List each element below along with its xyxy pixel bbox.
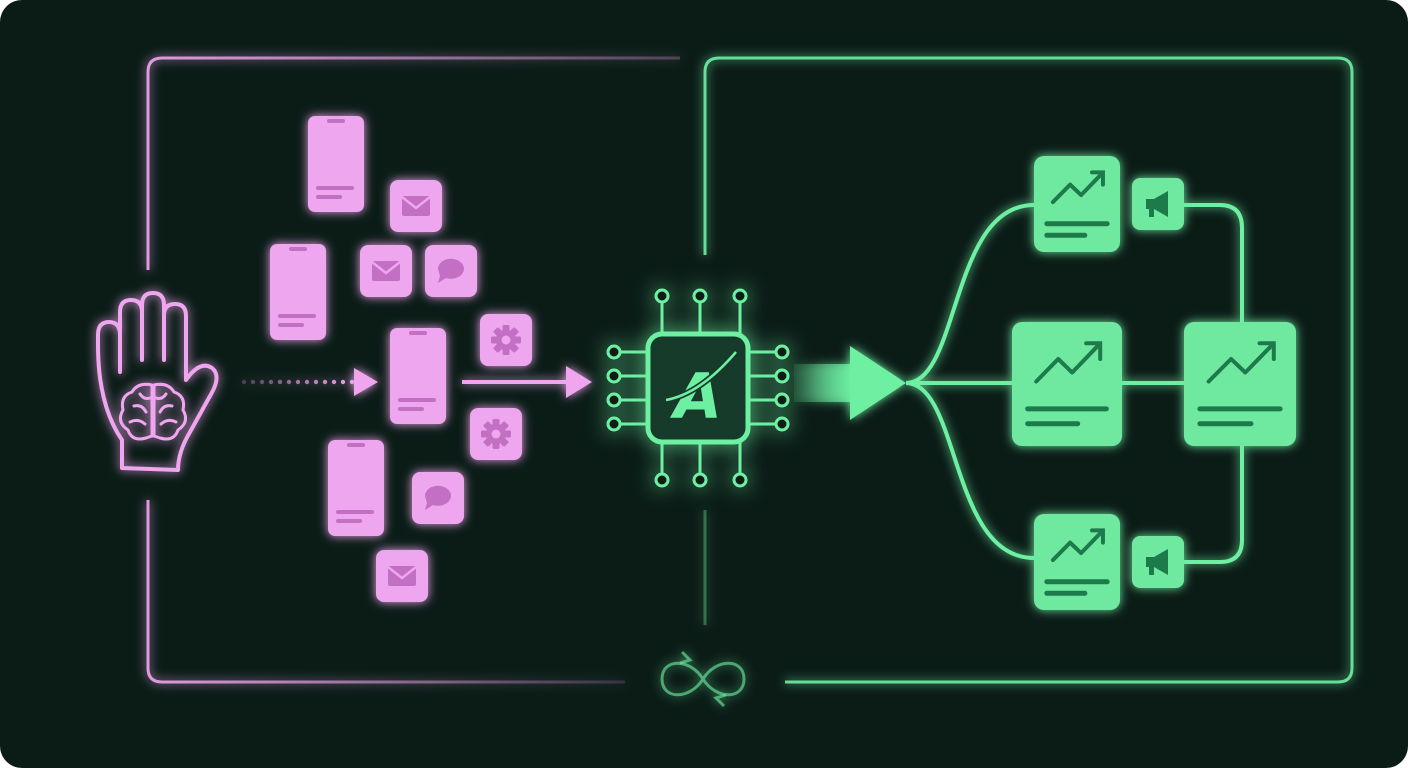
arrow-dot [268,379,274,385]
chip-pin-node [774,344,790,360]
arrow-dot [241,379,247,385]
infinity-cycle-icon [660,650,746,708]
phone-line [316,195,342,199]
chip-pin-node [654,472,670,488]
arrow-dot [286,379,292,385]
chip-pin-node [606,416,622,432]
growth-line [1044,232,1088,238]
arrow-dot [304,379,310,385]
phone-line [398,407,424,411]
megaphone-icon [1146,549,1168,575]
chip-pin-node [606,344,622,360]
arrow-dot [349,379,355,385]
phone-line [336,519,362,523]
chip-pin-node [692,288,708,304]
trend-arrow-head [1090,170,1105,187]
input-arrow [462,366,592,398]
arrow-dot [313,379,319,385]
growth-line [1044,221,1110,227]
chip-pin-node [774,416,790,432]
gear-card [470,408,522,460]
chip-pin-node [774,368,790,384]
trend-arrow-head [1257,341,1276,361]
megaphone-handle [1149,209,1154,217]
right-frame [703,56,1354,684]
trend-up-icon [1050,530,1104,563]
chat-bubble [437,258,464,283]
chip-pin-node [606,368,622,384]
chip-pin-node [606,392,622,408]
dotted-arrow [241,368,378,396]
trend-up-icon [1034,343,1101,384]
chat-bubble [424,485,451,510]
phone-notch [409,331,427,335]
growth-card-body [1012,322,1122,446]
phone-line [336,510,374,514]
growth-card-body [1184,322,1296,446]
trend-up-icon [1206,343,1274,384]
ai-chip-icon: A [606,288,790,488]
chip-pin-node [732,472,748,488]
phone-card [270,244,326,340]
growth-line [1025,406,1109,412]
phone-notch [347,443,365,447]
output-connectors [905,203,1244,564]
growth-card [1184,322,1296,446]
arrow-dot [250,379,256,385]
gear-hole [491,429,501,439]
mail-flap [387,566,417,580]
growth-card [1012,322,1122,446]
arrow-dot [331,379,337,385]
chat-card [412,472,464,524]
trend-arrow-head [1084,341,1103,361]
megaphone-handle [1149,567,1154,575]
mail-flap [371,261,401,275]
phone-line [278,323,304,327]
megaphone-icon [1146,191,1168,217]
arrow-dot [340,379,346,385]
growth-card [1034,156,1120,252]
growth-line [1044,579,1110,585]
trend-arrow-head [1090,528,1105,545]
phone-notch [289,247,307,251]
growth-line [1044,590,1088,596]
growth-card [1034,514,1120,610]
mail-card [360,245,412,297]
arrow-dot [295,379,301,385]
trend-up-icon [1050,172,1104,205]
announce-card [1132,536,1184,588]
phone-notch [327,119,345,123]
chip-pin-node [732,288,748,304]
gear-card [480,314,532,366]
output-beam-arrow [794,346,906,420]
chat-card [425,245,477,297]
growth-line [1025,421,1081,427]
growth-line [1197,421,1254,427]
chip-pin-node [692,472,708,488]
phone-line [278,314,316,318]
growth-line [1197,406,1283,412]
phone-card [328,440,384,536]
arrow-dot [322,379,328,385]
phone-line [398,398,436,402]
phone-card [390,328,446,424]
gear-hole [501,335,511,345]
mail-card [390,180,442,232]
hand-brain-icon [96,291,219,472]
input-cards [270,116,532,602]
mail-card [376,550,428,602]
phone-card [308,116,364,212]
arrow-dot [277,379,283,385]
arrow-dot [259,379,265,385]
left-frame [146,56,680,684]
announce-card [1132,178,1184,230]
output-cards [1012,156,1296,610]
chip-pin-node [774,392,790,408]
phone-line [316,186,354,190]
mail-flap [401,196,431,210]
chip-pin-node [654,288,670,304]
